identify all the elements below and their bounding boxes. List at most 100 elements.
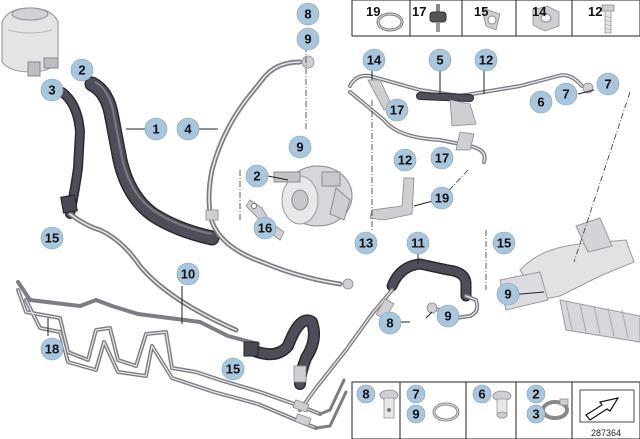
callout-c7b: 7	[596, 72, 620, 96]
callout-c9a-circle	[296, 27, 320, 51]
callout-c7a: 7	[554, 82, 578, 106]
callout-c9c-circle	[496, 282, 520, 306]
callout-c4-circle	[176, 117, 200, 141]
callout-c8b-label: 8	[386, 316, 393, 331]
mounting-brackets	[367, 79, 477, 221]
callout-c6-label: 6	[537, 95, 544, 110]
callout-c9a-label: 9	[304, 32, 311, 47]
callout-c19-circle	[430, 186, 454, 210]
callout-c6: 6	[529, 90, 553, 114]
callout-c17a: 17	[385, 98, 409, 122]
callout-c18: 18	[40, 337, 64, 361]
callout-c5-circle	[428, 48, 452, 72]
callout-c12b-circle	[393, 148, 417, 172]
callout-c8b: 8	[378, 311, 402, 335]
callout-c3-label: 3	[48, 83, 55, 98]
callout-c17b-label: 17	[435, 151, 449, 166]
callout-c2b: 2	[245, 164, 269, 188]
callout-c1-circle	[144, 117, 168, 141]
document-number: 287364	[591, 428, 621, 438]
callout-c9b: 9	[288, 135, 312, 159]
callout-c15b-circle	[492, 231, 516, 255]
suction-hose	[84, 76, 220, 246]
callout-c7a-circle	[554, 82, 578, 106]
top-legend-number-19: 19	[366, 4, 380, 19]
top-legend-number-15: 15	[474, 4, 488, 19]
callout-c7a-label: 7	[562, 87, 569, 102]
steering-rack	[499, 217, 640, 343]
top-legend-number-12: 12	[588, 4, 602, 19]
callout-c14-label: 14	[367, 53, 382, 68]
callout-c17a-label: 17	[390, 103, 404, 118]
callout-c1-label: 1	[152, 122, 159, 137]
callout-c9b-circle	[288, 135, 312, 159]
callout-c8a-label: 8	[304, 7, 311, 22]
hollow-bolt-icon	[492, 390, 512, 419]
bottom-legend-3: 3	[526, 404, 546, 424]
callout-c15a-circle	[40, 226, 64, 250]
callout-c15b-label: 15	[497, 236, 511, 251]
bolt-icon	[601, 4, 615, 34]
hose-clamp-icon	[541, 398, 569, 420]
bottom-legend-2: 2	[526, 384, 546, 404]
callout-c5-label: 5	[436, 53, 443, 68]
callout-c4-label: 4	[184, 122, 192, 137]
callout-c7b-label: 7	[604, 77, 611, 92]
rubber-mount-icon	[429, 4, 447, 32]
callout-c15a: 15	[40, 226, 64, 250]
callout-c3-circle	[40, 78, 64, 102]
callout-c9d-label: 9	[444, 309, 451, 324]
sealing-ring-icon	[432, 402, 460, 422]
callout-c15c: 15	[221, 357, 245, 381]
bottom-legend-9: 9	[406, 404, 426, 424]
callout-c12a: 12	[474, 48, 498, 72]
callout-c2a-label: 2	[78, 63, 85, 78]
callout-c9c: 9	[496, 282, 520, 306]
callout-c14-circle	[362, 48, 386, 72]
cooler-pipe-assembly	[16, 280, 348, 430]
callout-c4: 4	[176, 117, 200, 141]
callout-c15a-label: 15	[45, 231, 59, 246]
callout-c16-circle	[253, 216, 277, 240]
return-hose-10	[243, 314, 320, 390]
top-legend-box	[351, 0, 640, 37]
callout-c18-circle	[40, 337, 64, 361]
bottom-legend-7: 7	[406, 384, 426, 404]
callout-c13-circle	[354, 231, 378, 255]
callout-c15b: 15	[492, 231, 516, 255]
callout-c8b-circle	[378, 311, 402, 335]
top-legend-number-14: 14	[532, 4, 547, 19]
callout-c13: 13	[354, 231, 378, 255]
return-hose	[57, 87, 239, 333]
callout-c19: 19	[430, 186, 454, 210]
callout-c17b: 17	[430, 146, 454, 170]
callout-c16-label: 16	[258, 221, 272, 236]
hex-nut-icon	[532, 5, 560, 32]
bottom-legend-8: 8	[356, 384, 376, 404]
bottom-legend-7-label: 7	[412, 387, 419, 402]
callout-c2b-label: 2	[253, 169, 260, 184]
bottom-legend-9-circle	[406, 404, 426, 424]
bottom-legend-box: 287364	[351, 381, 640, 439]
callout-c11-label: 11	[411, 236, 425, 251]
callout-c8a-circle	[296, 2, 320, 26]
callout-c9d-circle	[436, 304, 460, 328]
clamp-bracket-icon	[481, 7, 501, 31]
callout-c12b: 12	[393, 148, 417, 172]
callout-c10-circle	[176, 262, 200, 286]
banjo-bolt-icon	[379, 389, 399, 419]
callout-c19-label: 19	[435, 191, 449, 206]
callout-c11-circle	[406, 231, 430, 255]
callout-c11: 11	[406, 231, 430, 255]
callout-c9d: 9	[436, 304, 460, 328]
callout-c15c-circle	[221, 357, 245, 381]
steering-pump	[273, 165, 353, 227]
bottom-legend-2-circle	[526, 384, 546, 404]
bottom-legend-8-label: 8	[362, 387, 369, 402]
bottom-legend-2-label: 2	[532, 387, 539, 402]
callout-c12a-label: 12	[479, 53, 493, 68]
callout-c3: 3	[40, 78, 64, 102]
top-legend-number-17: 17	[412, 4, 426, 19]
